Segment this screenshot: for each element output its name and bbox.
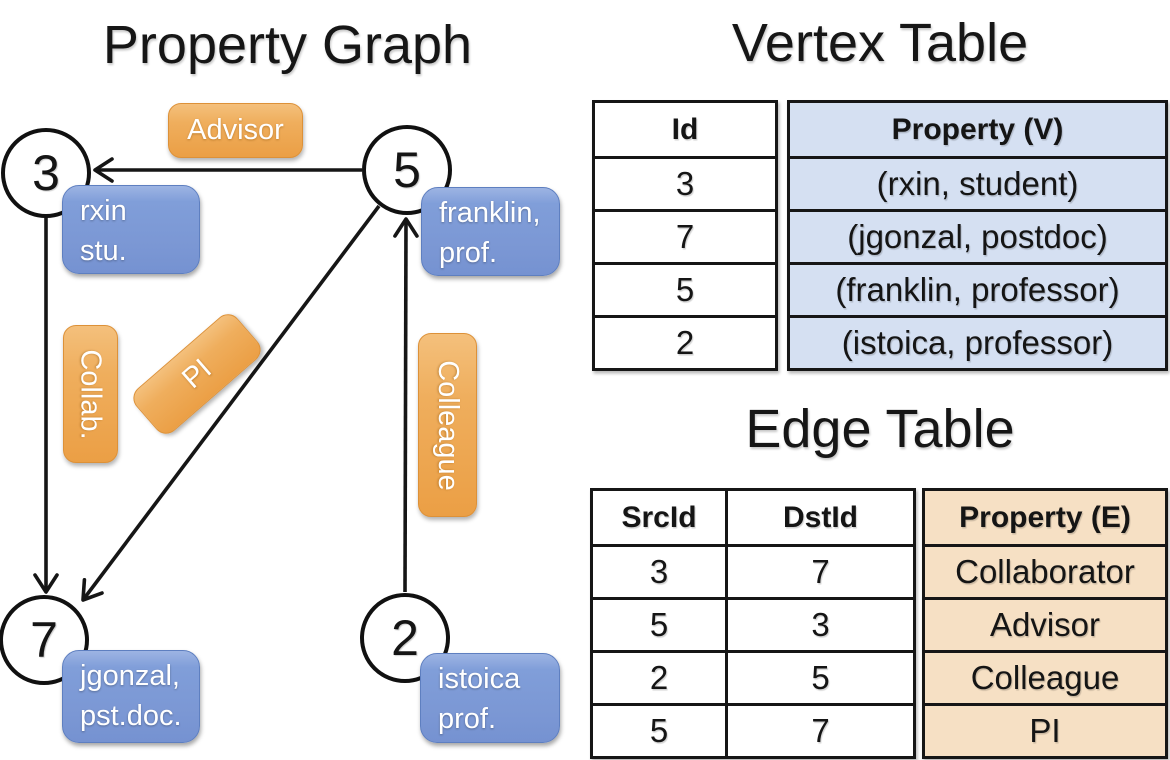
node-3-property-box: rxin stu.: [62, 185, 200, 274]
vertex-table-property-column: Property (V) (rxin, student) (jgonzal, p…: [787, 100, 1168, 371]
vertex-row-id: 3: [595, 156, 775, 209]
edge-row-dst: 5: [725, 650, 913, 703]
vertex-row-property: (istoica, professor): [790, 315, 1165, 368]
edge-table-title: Edge Table: [745, 399, 1015, 459]
node-id: 3: [32, 145, 60, 201]
edge-row-src: 2: [593, 650, 725, 703]
edge-row-dst: 3: [725, 597, 913, 650]
graph-edges: [33, 157, 419, 602]
edge-row-property: Collaborator: [925, 544, 1165, 597]
node-id: 5: [393, 142, 421, 198]
graph-node-2: 2: [360, 593, 450, 683]
vertex-row-id: 7: [595, 209, 775, 262]
graph-title: Property Graph: [102, 15, 473, 75]
node-7-property-box: jgonzal, pst.doc.: [62, 650, 200, 743]
vertex-row-property: (franklin, professor): [790, 262, 1165, 315]
vertex-row-id: 2: [595, 315, 775, 368]
graph-node-5: 5: [362, 125, 452, 215]
edge-label-colleague: Colleague: [418, 333, 477, 517]
column-header-dstid: DstId: [725, 491, 913, 544]
edge-pi-5-to-7: [81, 204, 381, 602]
vertex-row-property: (rxin, student): [790, 156, 1165, 209]
edge-row-src: 3: [593, 544, 725, 597]
column-header-property-v: Property (V): [790, 103, 1165, 156]
edge-row-dst: 7: [725, 703, 913, 756]
edge-colleague-2-to-5: [393, 217, 419, 593]
node-id: 7: [30, 612, 58, 668]
edge-table-property-column: Property (E) Collaborator Advisor Collea…: [922, 488, 1168, 759]
edge-label-collab: Collab.: [63, 325, 118, 463]
edge-row-property: PI: [925, 703, 1165, 756]
vertex-row-property: (jgonzal, postdoc): [790, 209, 1165, 262]
edge-label-advisor: Advisor: [168, 103, 303, 158]
edge-row-src: 5: [593, 597, 725, 650]
node-5-property-box: franklin, prof.: [421, 187, 560, 276]
node-id: 2: [391, 610, 419, 666]
edge-table-id-columns: SrcId DstId 3 7 5 3 2 5 5 7: [590, 488, 916, 759]
node-2-property-box: istoica prof.: [420, 653, 560, 743]
edge-row-dst: 7: [725, 544, 913, 597]
edge-row-property: Advisor: [925, 597, 1165, 650]
edge-row-property: Colleague: [925, 650, 1165, 703]
vertex-row-id: 5: [595, 262, 775, 315]
vertex-table-id-column: Id 3 7 5 2: [592, 100, 778, 371]
column-header-id: Id: [671, 112, 699, 146]
column-header-property-e: Property (E): [925, 491, 1165, 544]
vertex-table-title: Vertex Table: [731, 13, 1029, 73]
column-header-srcid: SrcId: [621, 500, 697, 534]
edge-row-src: 5: [593, 703, 725, 756]
